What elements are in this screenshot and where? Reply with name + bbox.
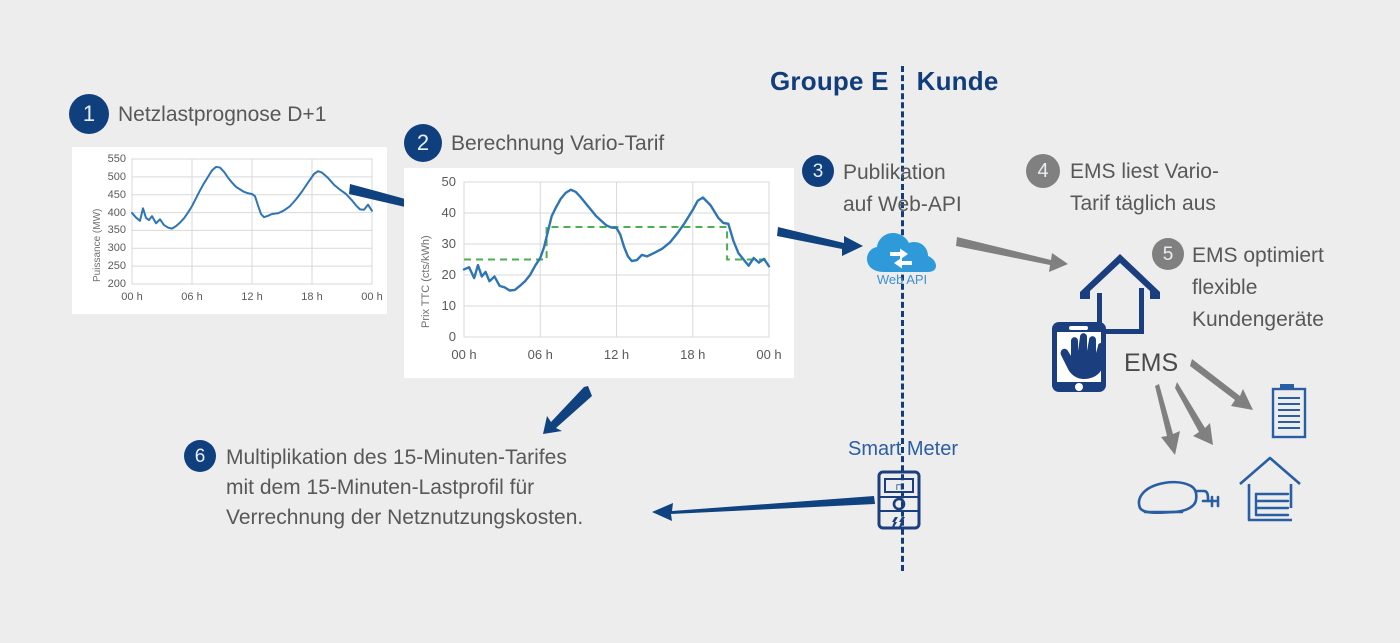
arrow-webapi-to-house (956, 237, 1068, 272)
groupe-kunde-divider (901, 66, 904, 571)
smart-meter-label: Smart Meter (847, 438, 959, 460)
chart-1-xtick: 00 h (121, 291, 143, 303)
step-label-2: Berechnung Vario-Tarif (451, 132, 665, 155)
chart-1-ytick: 500 (107, 170, 126, 183)
chart-1-xtick: 12 h (241, 291, 263, 303)
step-badge-1-label: 1 (82, 101, 96, 126)
step-label-6: Multiplikation des 15-Minuten-Tarifes mi… (226, 446, 584, 529)
chart-1-ytick: 300 (107, 242, 126, 255)
electric-car-icon[interactable] (1134, 470, 1224, 525)
step-badge-3: 3 (802, 155, 834, 187)
chart-1-ytick: 550 (107, 153, 126, 165)
step-badge-5-label: 5 (1162, 243, 1174, 265)
chart-2-ytick: 20 (441, 267, 456, 282)
chart-2-ytick: 10 (441, 298, 456, 313)
chart-1-ytick: 200 (107, 278, 126, 290)
chart-panel-netzlast: Puissance (MW) (72, 147, 387, 314)
chart-2-xtick: 00 h (756, 347, 782, 362)
arrow-ems-to-car (1155, 384, 1180, 455)
chart-2-xtick: 06 h (527, 347, 553, 362)
header-left-label: Groupe E (770, 66, 889, 96)
arrow-chart2-to-webapi (777, 227, 863, 256)
chart-2-ytick: 30 (441, 236, 456, 251)
step-badge-6-label: 6 (194, 445, 206, 467)
page-title: Groupe E Kunde (770, 66, 999, 97)
chart-1-ytick: 250 (107, 260, 126, 273)
step-badge-5: 5 (1152, 238, 1184, 270)
heating-house-icon[interactable] (1232, 452, 1308, 528)
chart-2-ytick: 50 (441, 174, 456, 189)
chart-1-area: Puissance (MW) (72, 147, 387, 314)
step-badge-3-label: 3 (812, 160, 824, 182)
svg-text:⊓: ⊓ (895, 482, 902, 492)
chart-2-xtick: 00 h (451, 347, 477, 362)
chart-panel-vario-tarif: Prix TTC (cts/kWh) (404, 168, 794, 378)
step-badge-4-label: 4 (1037, 160, 1049, 182)
step-label-3: Publikation auf Web-API (843, 161, 962, 216)
arrow-smartmeter-to-step6 (652, 496, 875, 521)
ems-house-phone-icon[interactable] (1040, 245, 1185, 395)
chart-2-series-tariff-steps (464, 225, 769, 261)
chart-1-xtick: 00 h (361, 291, 383, 303)
chart-1-series-netzlast (131, 165, 373, 230)
chart-1-ytick: 450 (107, 188, 126, 201)
chart-1-svg (131, 158, 373, 285)
chart-1-xtick: 06 h (181, 291, 203, 303)
step-label-1: Netzlastprognose D+1 (118, 103, 327, 126)
step-badge-2: 2 (404, 124, 442, 162)
chart-2-series-prix (462, 188, 771, 292)
chart-2-svg (462, 181, 771, 338)
battery-icon[interactable] (1268, 382, 1316, 440)
chart-2-ytick: 40 (441, 205, 456, 220)
chart-2-xtick: 12 h (603, 347, 630, 362)
step-badge-6: 6 (184, 440, 216, 472)
chart-2-xtick: 18 h (680, 347, 706, 362)
chart-1-ytick: 400 (107, 206, 126, 219)
arrow-ems-to-heatpump (1175, 382, 1213, 445)
smart-meter-icon[interactable]: ⊓ (871, 470, 931, 532)
step-label-4: EMS liest Vario- Tarif täglich aus (1070, 160, 1219, 215)
chart-1-xtick: 18 h (301, 291, 323, 303)
step-label-5: EMS optimiert flexible Kundengeräte (1192, 244, 1324, 331)
chart-1-ytick: 350 (107, 224, 126, 237)
arrow-ems-to-battery (1190, 359, 1253, 410)
step-badge-2-label: 2 (416, 130, 430, 155)
arrow-chart2-to-step6 (543, 386, 592, 434)
chart-2-area: Prix TTC (cts/kWh) (404, 168, 794, 378)
step-badge-1: 1 (69, 94, 109, 134)
header-right-label: Kunde (916, 66, 999, 96)
web-api-cloud-icon[interactable] (862, 228, 942, 276)
web-api-label: Web API (876, 272, 928, 287)
chart-2-ytick: 0 (448, 329, 456, 344)
step-badge-4: 4 (1026, 154, 1060, 188)
ems-label: EMS (1124, 349, 1179, 377)
